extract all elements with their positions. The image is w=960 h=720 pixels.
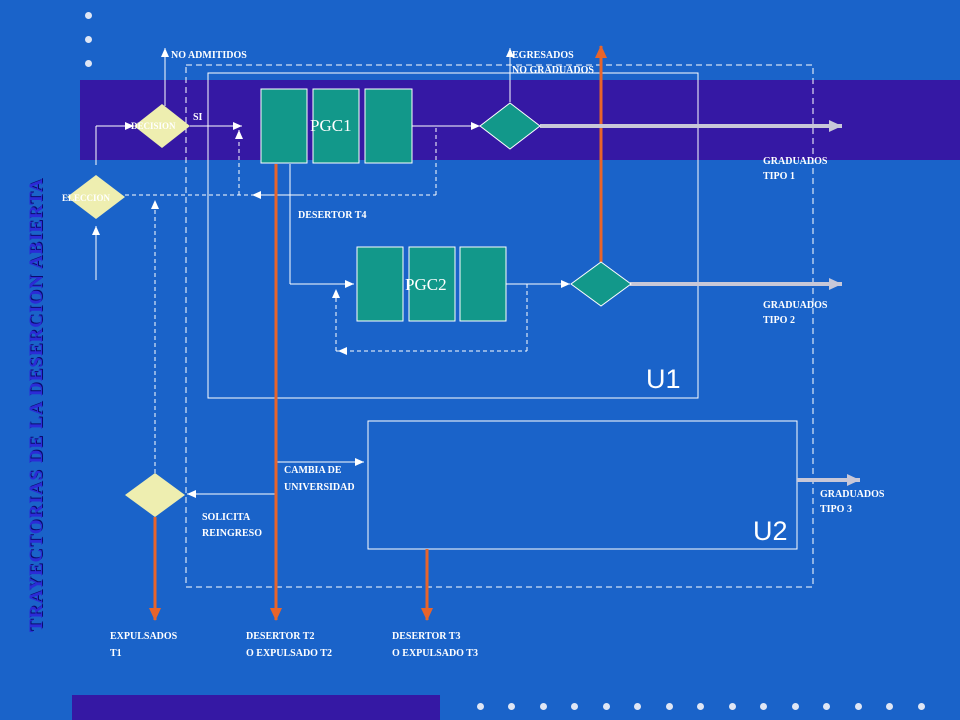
expulsados-label-1: EXPULSADOS <box>110 631 178 642</box>
pgc2-block <box>459 246 507 322</box>
dot-decoration <box>603 703 610 710</box>
pgc2-label: PGC2 <box>405 275 447 294</box>
u2-label: U2 <box>753 516 788 546</box>
desertor-t3-label-1: DESERTOR T3 <box>392 631 461 642</box>
cambia-label-1: CAMBIA DE <box>284 465 342 476</box>
pgc1-exit-diamond <box>479 102 541 150</box>
dot-decoration <box>540 703 547 710</box>
solicita-label-2: REINGRESO <box>202 528 263 539</box>
graduados-1-label-1: GRADUADOS <box>763 156 828 167</box>
dot-decoration <box>792 703 799 710</box>
dot-decoration <box>508 703 515 710</box>
u2-box <box>367 420 798 550</box>
dot-decoration <box>729 703 736 710</box>
dot-decoration <box>918 703 925 710</box>
pgc2-exit-diamond <box>570 261 632 307</box>
desertor-t4-label: DESERTOR T4 <box>298 210 367 221</box>
desertor-t2-label-2: O EXPULSADO T2 <box>246 648 332 659</box>
pgc2-block <box>408 246 456 322</box>
pgc1-label: PGC1 <box>310 116 352 135</box>
system-boundary <box>185 64 814 588</box>
dot-decoration <box>886 703 893 710</box>
graduados-3-label-1: GRADUADOS <box>820 489 885 500</box>
desertor-t3-label-2: O EXPULSADO T3 <box>392 648 478 659</box>
expulsados-label-2: T1 <box>110 648 122 659</box>
bottom-band <box>72 695 440 720</box>
dot-decoration <box>85 36 92 43</box>
dot-decoration <box>760 703 767 710</box>
eleccion-diamond <box>67 175 125 219</box>
dot-decoration <box>666 703 673 710</box>
si-label: SI <box>193 112 203 123</box>
dot-decoration <box>697 703 704 710</box>
pgc1-block <box>312 88 360 164</box>
dot-decoration <box>855 703 862 710</box>
eleccion-label: ELECCION <box>62 193 111 203</box>
reingreso-diamond <box>125 473 185 517</box>
graduados-3-label-2: TIPO 3 <box>820 504 852 515</box>
dot-decoration <box>571 703 578 710</box>
egresados-label-2: NO GRADUADOS <box>512 65 594 76</box>
graduados-1-label-2: TIPO 1 <box>763 171 795 182</box>
dot-decoration <box>85 12 92 19</box>
dot-decoration <box>634 703 641 710</box>
cambia-label-2: UNIVERSIDAD <box>284 482 355 493</box>
decision-diamond <box>134 104 190 148</box>
pgc1-block <box>364 88 413 164</box>
dot-decoration <box>823 703 830 710</box>
u1-box <box>207 72 699 399</box>
u1-label: U1 <box>646 364 681 394</box>
dot-decoration <box>477 703 484 710</box>
decision-label: DECISION <box>131 121 176 131</box>
no-admitidos-label: NO ADMITIDOS <box>171 50 247 61</box>
graduados-2-label-1: GRADUADOS <box>763 300 828 311</box>
pgc2-block <box>356 246 404 322</box>
solicita-label-1: SOLICITA <box>202 512 251 523</box>
pgc1-block <box>260 88 308 164</box>
desertor-t2-label-1: DESERTOR T2 <box>246 631 315 642</box>
dot-decoration <box>85 60 92 67</box>
page-title: TRAYECTORIAS DE LA DESERCION ABIERTA <box>26 177 47 633</box>
graduados-2-label-2: TIPO 2 <box>763 315 795 326</box>
egresados-label-1: EGRESADOS <box>512 50 574 61</box>
